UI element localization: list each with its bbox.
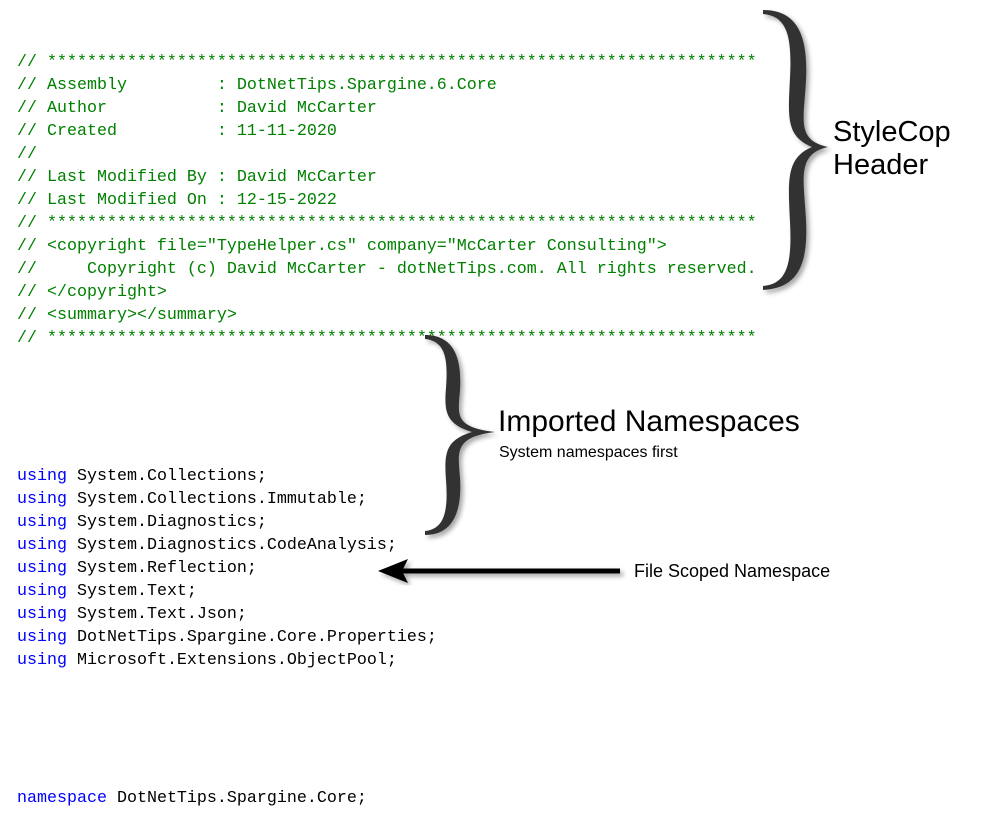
comment-line: // <copyright file="TypeHelper.cs" compa… <box>17 237 667 256</box>
using-line: using System.Collections; <box>17 465 757 488</box>
namespace-name: System.Collections; <box>66 467 267 486</box>
namespace-name: Microsoft.Extensions.ObjectPool; <box>66 651 397 670</box>
using-keyword: using <box>17 628 67 647</box>
comment-line: // <summary></summary> <box>17 306 237 325</box>
comment-line: // *************************************… <box>17 329 757 348</box>
using-line: using Microsoft.Extensions.ObjectPool; <box>17 649 757 672</box>
namespace-name: System.Diagnostics; <box>66 513 267 532</box>
comment-line: // Assembly : DotNetTips.Spargine.6.Core <box>17 76 497 95</box>
namespace-name: System.Diagnostics.CodeAnalysis; <box>66 536 397 555</box>
using-keyword: using <box>17 559 67 578</box>
comment-line: // *************************************… <box>17 53 757 72</box>
namespace-name: DotNetTips.Spargine.Core; <box>106 789 367 808</box>
namespace-name: System.Collections.Immutable; <box>66 490 367 509</box>
using-keyword: using <box>17 582 67 601</box>
comment-line: // </copyright> <box>17 283 167 302</box>
namespace-name: DotNetTips.Spargine.Core.Properties; <box>66 628 437 647</box>
using-line: using DotNetTips.Spargine.Core.Propertie… <box>17 626 757 649</box>
namespace-name: System.Text.Json; <box>66 605 247 624</box>
using-keyword: using <box>17 651 67 670</box>
stylecop-header-label: StyleCop Header <box>833 116 951 182</box>
annotation-graphics <box>378 10 828 583</box>
using-line: using System.Text; <box>17 580 757 603</box>
stylecop-header-comment: // *************************************… <box>17 51 757 350</box>
code-listing: // *************************************… <box>17 5 757 833</box>
comment-line: // Copyright (c) David McCarter - dotNet… <box>17 260 757 279</box>
label-line: StyleCop <box>833 116 951 148</box>
using-line: using System.Diagnostics; <box>17 511 757 534</box>
comment-line: // Author : David McCarter <box>17 99 377 118</box>
namespace-name: System.Reflection; <box>66 559 257 578</box>
using-keyword: using <box>17 536 67 555</box>
label-line: Header <box>833 149 929 181</box>
namespace-keyword: namespace <box>17 789 107 808</box>
using-keyword: using <box>17 605 67 624</box>
namespace-declaration: namespace DotNetTips.Spargine.Core; <box>17 787 757 810</box>
namespace-name: System.Text; <box>66 582 197 601</box>
comment-line: // Created : 11-11-2020 <box>17 122 337 141</box>
comment-line: // *************************************… <box>17 214 757 233</box>
comment-line: // <box>17 145 37 164</box>
using-keyword: using <box>17 513 67 532</box>
imports-brace-icon <box>425 335 495 535</box>
using-line: using System.Diagnostics.CodeAnalysis; <box>17 534 757 557</box>
using-keyword: using <box>17 467 67 486</box>
using-keyword: using <box>17 490 67 509</box>
using-line: using System.Reflection; <box>17 557 757 580</box>
namespace-label: File Scoped Namespace <box>634 561 831 581</box>
header-brace-icon <box>763 10 828 290</box>
comment-line: // Last Modified By : David McCarter <box>17 168 377 187</box>
comment-line: // Last Modified On : 12-15-2022 <box>17 191 337 210</box>
imports-subtitle: System namespaces first <box>499 444 678 461</box>
namespace-arrow-icon <box>378 559 620 583</box>
imports-title: Imported Namespaces <box>498 405 800 438</box>
using-line: using System.Collections.Immutable; <box>17 488 757 511</box>
using-line: using System.Text.Json; <box>17 603 757 626</box>
